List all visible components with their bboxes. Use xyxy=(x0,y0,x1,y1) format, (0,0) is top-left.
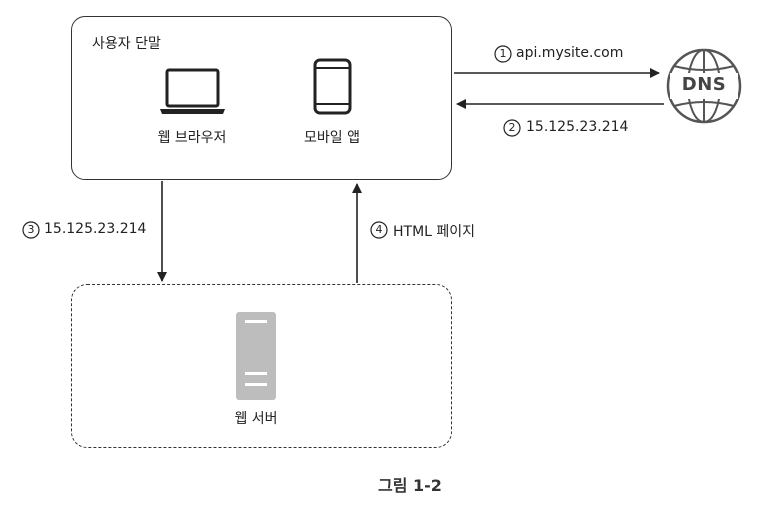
step-3-number: 3 xyxy=(27,223,35,236)
step-1-number: 1 xyxy=(499,47,507,60)
server-response-label: HTML 페이지 xyxy=(393,224,476,240)
web-server-label: 웹 서버 xyxy=(234,411,278,427)
dns-response-label: 15.125.23.214 xyxy=(526,119,629,135)
figure-caption: 그림 1-2 xyxy=(378,476,442,495)
mobile-app-label: 모바일 앱 xyxy=(304,130,360,146)
client-title: 사용자 단말 xyxy=(92,36,161,52)
client-device-box xyxy=(71,16,452,180)
dns-label: DNS xyxy=(681,74,727,95)
step-4-number: 4 xyxy=(375,223,383,236)
web-browser-label: 웹 브라우저 xyxy=(157,130,227,146)
step-2-number: 2 xyxy=(508,121,516,134)
dns-request-label: api.mysite.com xyxy=(516,45,624,61)
web-server-box xyxy=(71,284,452,448)
server-request-label: 15.125.23.214 xyxy=(44,221,147,237)
